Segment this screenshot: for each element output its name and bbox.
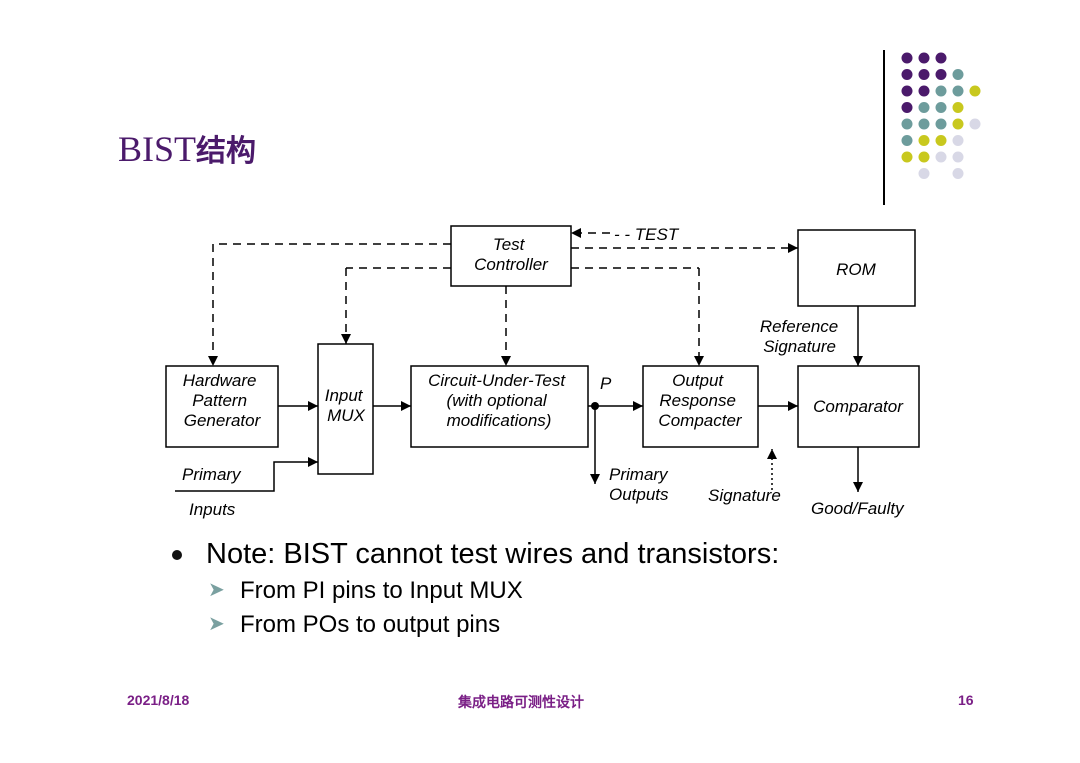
bullet-sub-2-text: From POs to output pins [240, 611, 501, 638]
primary-inputs-label: Primary Inputs [182, 465, 245, 519]
test-controller-label: Test Controller [474, 235, 549, 274]
decorative-dot [935, 102, 947, 113]
output-response-compacter-box [642, 365, 759, 448]
test-controller-box [450, 225, 572, 287]
good-faulty-label: Good/Faulty [811, 499, 905, 518]
node-p-label: P [600, 374, 612, 393]
comparator-box [797, 365, 920, 448]
decorative-dot [918, 151, 930, 163]
decorative-dot [935, 52, 947, 64]
test-signal-label: - - TEST [614, 225, 680, 244]
circuit-under-test-label: Circuit-Under-Test (with optional modifi… [428, 371, 570, 430]
decorative-dot [901, 52, 913, 64]
decorative-dot-grid [901, 52, 981, 179]
bullet-main: Note: BIST cannot test wires and transis… [168, 538, 779, 571]
bullet-sub-2: ➤ From POs to output pins [168, 611, 779, 639]
footer-course: 集成电路可测性设计 [458, 695, 584, 711]
input-mux-box [317, 343, 374, 475]
decorative-dot [918, 69, 930, 80]
decorative-vertical-line [883, 50, 885, 205]
circuit-under-test-box [410, 365, 589, 448]
input-mux-label: Input MUX [325, 386, 368, 425]
footer-page-number: 16 [958, 692, 974, 708]
rom-label: ROM [836, 260, 877, 279]
node-p-dot [591, 402, 599, 410]
decorative-dot [918, 135, 930, 146]
decorative-dot [901, 85, 913, 97]
decorative-dot [918, 102, 930, 113]
bullet-sub-1: ➤ From PI pins to Input MUX [168, 577, 779, 605]
decorative-dot [952, 102, 964, 113]
decorative-dot [935, 151, 947, 163]
primary-outputs-label: Primary Outputs [609, 465, 672, 504]
decorative-dot [952, 85, 964, 97]
decorative-dot [935, 118, 947, 130]
rom-box [797, 229, 916, 307]
arrow-bullet-icon: ➤ [208, 613, 225, 635]
decorative-dot [901, 69, 913, 80]
arrow-bullet-icon: ➤ [208, 579, 225, 601]
decorative-dot [952, 135, 964, 146]
title-latin: BIST [118, 129, 197, 169]
decorative-dot [918, 118, 930, 130]
footer-date: 2021/8/18 [127, 692, 190, 708]
slide-title: BIST结构 [118, 126, 256, 170]
decorative-dot [952, 168, 964, 179]
decorative-dot [918, 85, 930, 97]
decorative-dot [901, 118, 913, 130]
bullet-main-text: Note: BIST cannot test wires and transis… [206, 538, 780, 570]
bullet-sub-1-text: From PI pins to Input MUX [240, 577, 523, 604]
decorative-dot [918, 52, 930, 64]
decorative-dot [952, 151, 964, 163]
decorative-dot [918, 168, 930, 179]
decorative-dot [952, 118, 964, 130]
decorative-dot [901, 102, 913, 113]
hardware-pattern-generator-label: Hardware Pattern Generator [183, 371, 262, 430]
decorative-dot [935, 135, 947, 146]
decorative-dot [935, 69, 947, 80]
decorative-dot [952, 69, 964, 80]
decorative-dot [935, 85, 947, 97]
decorative-dot [969, 85, 981, 97]
title-cn: 结构 [196, 134, 257, 169]
decorative-dot [969, 118, 981, 130]
decorative-dot [901, 135, 913, 146]
reference-signature-label: Reference Signature [760, 317, 843, 356]
signature-label: Signature [708, 486, 781, 505]
decorative-dot [901, 151, 913, 163]
output-response-compacter-label: Output Response Compacter [658, 371, 742, 430]
bullet-list: Note: BIST cannot test wires and transis… [168, 538, 779, 639]
comparator-label: Comparator [813, 397, 904, 416]
